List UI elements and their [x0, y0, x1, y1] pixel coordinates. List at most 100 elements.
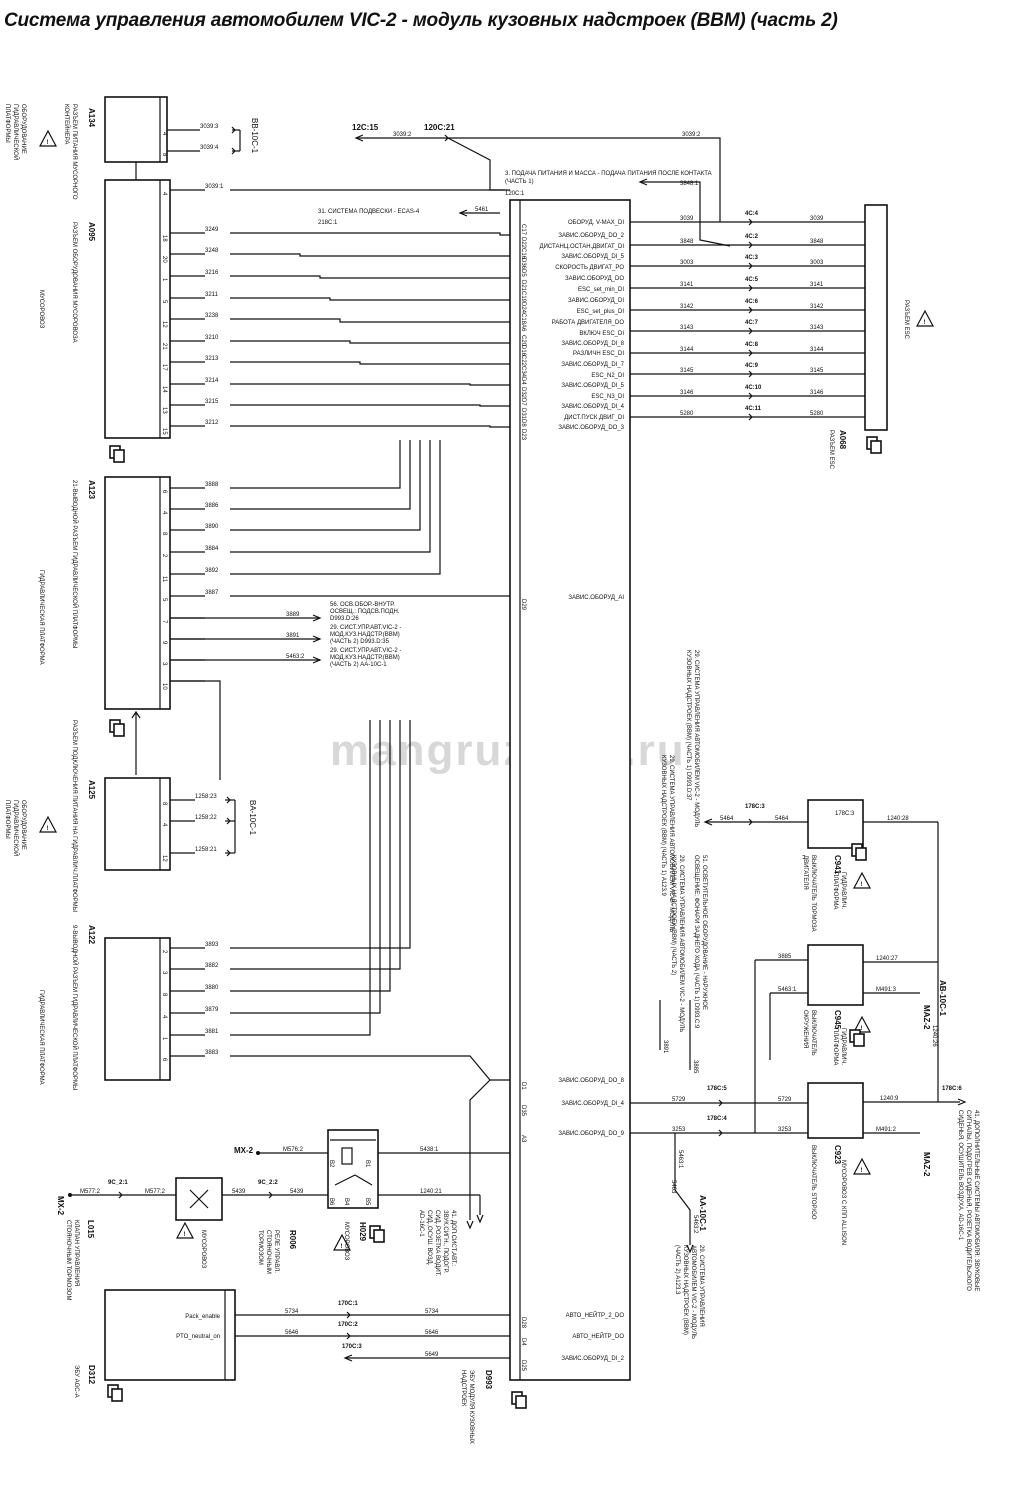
- a095-pin: 14: [161, 386, 167, 393]
- esc-right-label: 3144: [810, 347, 824, 353]
- connector-mark: [231, 147, 236, 155]
- note-line: ЭБУ AGC-A: [73, 1365, 79, 1398]
- a134-note: ОБОРУДОВАНИЕГИДРАВЛИЧЕСКОЙПЛАТФОРМЫ: [4, 104, 26, 160]
- note-line: ОБОРУДОВАНИЕ: [20, 800, 26, 850]
- esc-left-label: 3039: [680, 216, 694, 222]
- d993-id: D993: [484, 1370, 493, 1390]
- document-icon: [373, 1229, 385, 1243]
- a068-desc-group: РАЗЪЕМ ESC: [828, 430, 834, 470]
- wire-label: 5464: [775, 816, 789, 822]
- c178-label: 178C:3: [745, 804, 765, 810]
- a095-wire-label: 3216: [205, 270, 219, 276]
- d993-pin: D29: [520, 599, 526, 611]
- wire-label: M577:2: [145, 1189, 166, 1195]
- connector-mark: [226, 817, 231, 825]
- arrow-up-icon: [131, 710, 141, 775]
- d993-pin: D21: [520, 280, 526, 292]
- c923-note: МУСОРОВОЗ С КПП ALLISON: [840, 1160, 846, 1245]
- wire: [640, 181, 731, 247]
- c923-note-group: МУСОРОВОЗ С КПП ALLISON: [840, 1160, 846, 1245]
- d993-pin: D1: [520, 1082, 526, 1090]
- wire-label: 5438:1: [420, 1147, 439, 1153]
- note51: 51. ОСВЕТИТЕЛЬНОЕ ОБОРУДОВАНИЕ - НАРУЖНО…: [693, 855, 707, 1029]
- warning-mark: !: [341, 1244, 343, 1250]
- arrow-right-icon: [957, 1098, 967, 1106]
- a123-out-note: 56. ОСВ.ОБОР.-ВНУТР.ОСВЕЩ.: ПОДСВ.ПОДН.D…: [330, 602, 400, 622]
- c923-desc: ВЫКЛЮЧАТЕЛЬ STOP/GO: [810, 1145, 816, 1220]
- connector-mark: [268, 1191, 273, 1199]
- esc-left-label: 3141: [680, 282, 694, 288]
- warning-triangle-icon: [176, 1221, 194, 1239]
- esc-conn-label: 4C:5: [745, 277, 759, 283]
- relay-pin: B5: [364, 1198, 370, 1206]
- esc-conn-label: 4C:4: [745, 211, 759, 217]
- connector-mark: [748, 818, 753, 826]
- a095-desc-group: РАЗЪЕМ ОБОРУДОВАНИЯ МУСОРОВОЗА: [71, 222, 77, 343]
- a123-wire-label: 3886: [205, 503, 219, 509]
- a123-note: ГИДРАВЛИЧЕСКАЯ ПЛАТФОРМА: [38, 570, 44, 665]
- a125-id: A125: [87, 780, 96, 800]
- d312-id: D312: [87, 1365, 96, 1385]
- r006-id: R006: [288, 1230, 297, 1250]
- a122-desc: 9-ВЫВОДНОЙ РАЗЪЕМ ГИДРАВЛИЧЕСКОЙ ПЛАТФОР…: [71, 925, 79, 1090]
- a095-box: [104, 179, 171, 439]
- connector-mark: [346, 1332, 351, 1340]
- wire-label: 5649: [425, 1352, 439, 1358]
- a068-box: [864, 204, 888, 431]
- note-line: ГИДРАВЛИЧЕСКОЙ: [12, 800, 20, 856]
- a123-pin: 3: [161, 662, 167, 666]
- c923-box: [807, 1082, 864, 1139]
- esc-right-label: 3143: [810, 325, 824, 331]
- d993-pin-label: ЗАВИС.ОБОРУД_DO: [565, 276, 624, 282]
- a122-wire-label: 3883: [205, 1050, 219, 1056]
- d993-pin: D25: [520, 1360, 526, 1372]
- d993-pin: D35: [520, 1105, 526, 1117]
- note-line: 29. СИСТЕМА УПРАВЛЕНИЯ АВТОМОБИЛЕМ VIC-2…: [693, 650, 699, 827]
- warning-triangle-icon: [916, 309, 934, 327]
- a095-wire-label: 3238: [205, 313, 219, 319]
- c178-4-label: 178C:4: [707, 1116, 727, 1122]
- a123-wire-label: 3887: [205, 590, 219, 596]
- document-icon: [515, 1395, 527, 1409]
- d993-pin: D5: [520, 269, 526, 277]
- esc-left-label: 3848: [680, 239, 694, 245]
- esc-left-label: 3146: [680, 390, 694, 396]
- note-line: ДВИГАТЕЛЯ: [802, 855, 808, 890]
- c178-5-label: 178C:5: [707, 1086, 727, 1092]
- warning-triangle-icon: [853, 871, 871, 889]
- d993-pin: C17: [520, 224, 526, 236]
- a123-out-note: 29. СИСТ.УПР.АВТ.VIC-2 -МОД.КУЗ.НАДСТР.(…: [330, 648, 401, 668]
- d993-pin-label: ЗАВИС.ОБОРУД_DI_8: [561, 341, 624, 347]
- a123-pin: 9: [161, 641, 167, 645]
- note29c: 29. СИСТЕМА УПРАВЛЕНИЯ АВТОМОБИЛЕМ VIC-2…: [670, 855, 684, 1032]
- a125-desc: РАЗЪЕМ ПОДКЛЮЧЕНИЯ ПИТАНИЯ НА ГИДРАВЛИЧ.…: [71, 720, 77, 912]
- note-line: 29. СИСТЕМА УПРАВЛЕНИЯ АВТОМОБИЛЕМ VIC-2…: [678, 855, 684, 1032]
- a095-pin: 15: [161, 428, 167, 435]
- esc-right-label: 3145: [810, 368, 824, 374]
- wire-label: 5734: [285, 1309, 299, 1315]
- wire-label: 3039:2: [393, 132, 412, 138]
- connector-mark: [226, 796, 231, 804]
- a122-pin: 3: [161, 971, 167, 975]
- wire-label: M491:2: [876, 1127, 897, 1133]
- wire: [469, 1079, 491, 1220]
- a068-desc: РАЗЪЕМ ESC: [828, 430, 834, 470]
- wire-label: 5729: [778, 1097, 792, 1103]
- c941-note: ГИДРАВЛИЧ.ПЛАТФОРМА: [832, 872, 846, 909]
- wire-label: 3885: [778, 954, 792, 960]
- a123-wire-label: 3890: [205, 524, 219, 530]
- a095-wire-label: 3213: [205, 356, 219, 362]
- note-line: 41. ДОПОЛНИТЕЛЬНЫЕ СИСТЕМЫ АВТОМОБИЛЯ: З…: [973, 1110, 979, 1291]
- a125-note-group: ОБОРУДОВАНИЕГИДРАВЛИЧЕСКОЙПЛАТФОРМЫ: [4, 800, 26, 856]
- c120-label: 120C:21: [424, 123, 455, 132]
- wire: [230, 361, 510, 365]
- a095-wire-label: 3248: [205, 248, 219, 254]
- connector-mark: [748, 327, 753, 335]
- d993-pin: C34: [520, 366, 526, 378]
- esc-right-label: 3142: [810, 304, 824, 310]
- wire-label: M491:3: [876, 987, 897, 993]
- note-line: ОКРУЖЕНИЯ: [802, 1010, 808, 1048]
- l015-note: МУСОРОВОЗ: [200, 1230, 206, 1269]
- document-icon: [111, 1388, 123, 1402]
- wire-label: 5734: [425, 1309, 439, 1315]
